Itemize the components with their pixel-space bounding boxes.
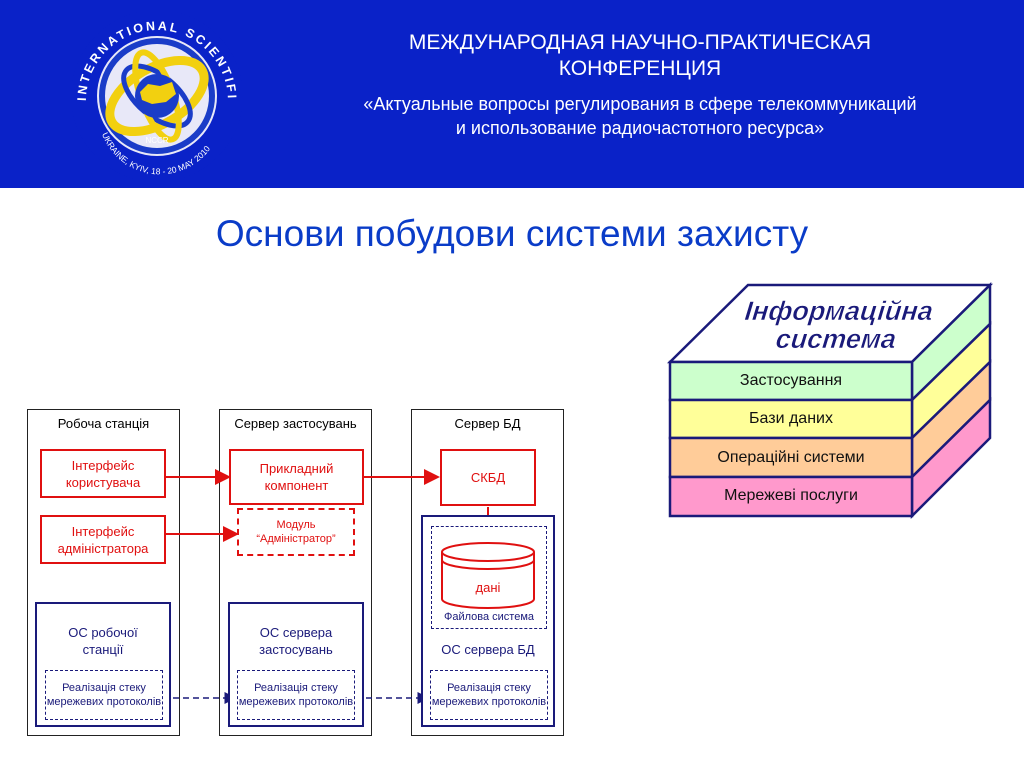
slide-title: Основи побудови системи захисту [215,213,809,254]
admin-interface-label: Інтерфейс адміністратора [57,523,149,556]
user-interface-box: Інтерфейс користувача [40,449,166,498]
conference-title-line1: МЕЖДУНАРОДНАЯ НАУЧНО-ПРАКТИЧЕСКАЯ [408,31,872,54]
app-component-box: Прикладний компонент [229,449,364,505]
layer-side-applications [910,282,992,403]
layer-side-network [910,397,992,520]
logo-center-text: NCCR [145,136,168,145]
workstation-net-stack-label: Реалізація стеку мережевих протоколів [46,682,162,708]
db-server-net-stack: Реалізація стеку мережевих протоколів [430,670,548,720]
dbms-label: СКБД [470,470,506,485]
user-interface-label: Інтерфейс користувача [65,457,141,490]
conference-title-line2: КОНФЕРЕНЦИЯ [558,57,722,80]
layer-label-databases: Бази даних [749,410,833,427]
app-server-os-box: ОС сервера застосувань [228,602,364,727]
workstation-os-box: ОС робочої станції [35,602,171,727]
workstation-title: Робоча станція [57,416,150,431]
layer-label-network: Мережеві послуги [724,487,858,504]
app-component-label: Прикладний компонент [259,461,334,493]
stack-top-face [666,283,994,364]
file-system-box: Файлова система [431,526,547,629]
app-server-os-label: ОС сервера застосувань [259,625,333,657]
layer-label-os: Операційні системи [717,449,865,466]
db-server-net-stack-label: Реалізація стеку мережевих протоколів [431,682,547,708]
admin-interface-box: Інтерфейс адміністратора [40,515,166,564]
layer-side-os [910,359,992,480]
dbms-box: СКБД [440,449,536,506]
conference-logo: INTERNATIONAL SCIENTIFIC CONFERENCE UKRA… [62,6,243,182]
layer-label-applications: Застосування [739,372,843,389]
app-server-net-stack-label: Реалізація стеку мережевих протоколів [238,682,354,708]
db-server-title: Сервер БД [454,416,521,431]
layer-side-databases [910,321,992,441]
app-server-net-stack: Реалізація стеку мережевих протоколів [237,670,355,720]
file-system-label: Файлова система [443,611,535,623]
workstation-os-label: ОС робочої станції [68,625,138,657]
admin-module-label: Модуль “Адміністратор” [256,519,336,545]
info-system-title-line2: система [774,323,897,354]
conference-header: INTERNATIONAL SCIENTIFIC CONFERENCE UKRA… [0,0,1024,188]
app-server-title: Сервер застосувань [234,416,357,431]
db-server-os-label: ОС сервера БД [441,642,535,657]
info-system-title-line1: Інформаційна [743,295,934,326]
conference-subtitle-line2: и использование радиочастотного ресурса» [455,118,825,138]
admin-module-box: Модуль “Адміністратор” [237,508,355,556]
conference-subtitle-line1: «Актуальные вопросы регулирования в сфер… [363,94,917,114]
workstation-net-stack: Реалізація стеку мережевих протоколів [45,670,163,720]
